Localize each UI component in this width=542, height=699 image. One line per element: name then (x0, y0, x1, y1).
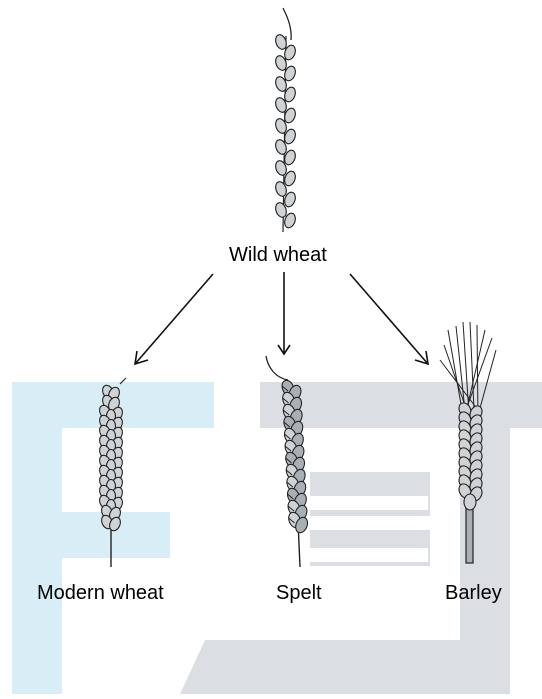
grain (464, 494, 476, 510)
arrows (135, 272, 428, 364)
barley-label: Barley (445, 583, 502, 603)
arrow-to-barley (350, 274, 428, 364)
wild-wheat-illustration (274, 8, 298, 232)
arrow-to-spelt (278, 272, 290, 354)
wild-wheat-label: Wild wheat (229, 245, 327, 265)
modern-wheat-label: Modern wheat (37, 583, 164, 603)
stalk (466, 505, 473, 563)
arrow-to-modern-wheat (135, 274, 213, 364)
watermark-white-line-2 (300, 548, 428, 562)
awn (266, 356, 288, 380)
watermark-white-line-1 (300, 496, 428, 510)
spelt-label: Spelt (276, 583, 322, 603)
awn (283, 8, 291, 40)
